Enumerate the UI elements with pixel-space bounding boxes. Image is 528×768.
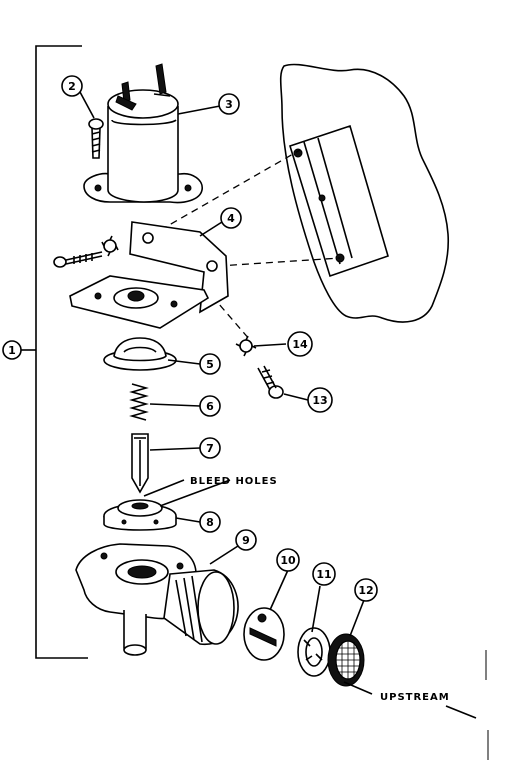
part-4-bracket [69,221,229,329]
scan-edge-marks [485,650,489,760]
part-2-screw [88,118,104,159]
assembly-bracket [20,45,88,659]
svg-text:7: 7 [206,442,214,455]
part-11-retainer [297,627,331,677]
callout-4: 4 [220,207,242,229]
part-12-strainer-screen [327,633,365,687]
part-14-star-washer [235,335,257,357]
svg-text:9: 9 [242,534,250,547]
callout-14: 14 [287,331,313,357]
svg-text:6: 6 [206,400,214,413]
svg-text:13: 13 [312,394,327,407]
svg-text:10: 10 [280,554,296,567]
callout-7: 7 [199,437,221,459]
cabinet-wall-panel [279,63,450,323]
callout-3: 3 [218,93,240,115]
part-9-valve-body [75,543,239,656]
part-5-diaphragm [103,337,177,371]
callout-11: 11 [312,562,336,586]
part-6-spring [129,383,149,421]
svg-text:14: 14 [292,338,308,351]
callout-12: 12 [354,578,378,602]
callout-2: 2 [61,75,83,97]
bracket-screw-left [53,235,119,268]
svg-text:4: 4 [227,212,235,225]
svg-text:2: 2 [68,80,76,93]
svg-text:3: 3 [225,98,233,111]
upstream-label: UPSTREAM [380,692,450,703]
part-8-guide [103,499,177,531]
callout-8: 8 [199,511,221,533]
part-7-plunger [131,433,149,494]
svg-text:8: 8 [206,516,214,529]
part-10-flow-washer [243,607,285,661]
part-13-screw [257,365,284,399]
bleed-holes-label: BLEED HOLES [190,476,278,487]
svg-text:12: 12 [358,584,373,597]
svg-text:5: 5 [206,358,214,371]
leader-lines [79,91,477,719]
callout-5: 5 [199,353,221,375]
mounting-guide-lines [149,149,341,341]
callout-1: 1 [2,340,22,360]
svg-text:11: 11 [316,568,331,581]
callout-13: 13 [307,387,333,413]
callout-10: 10 [276,548,300,572]
callout-9: 9 [235,529,257,551]
callout-6: 6 [199,395,221,417]
part-3-solenoid-coil [83,63,203,204]
svg-text:1: 1 [8,344,16,357]
